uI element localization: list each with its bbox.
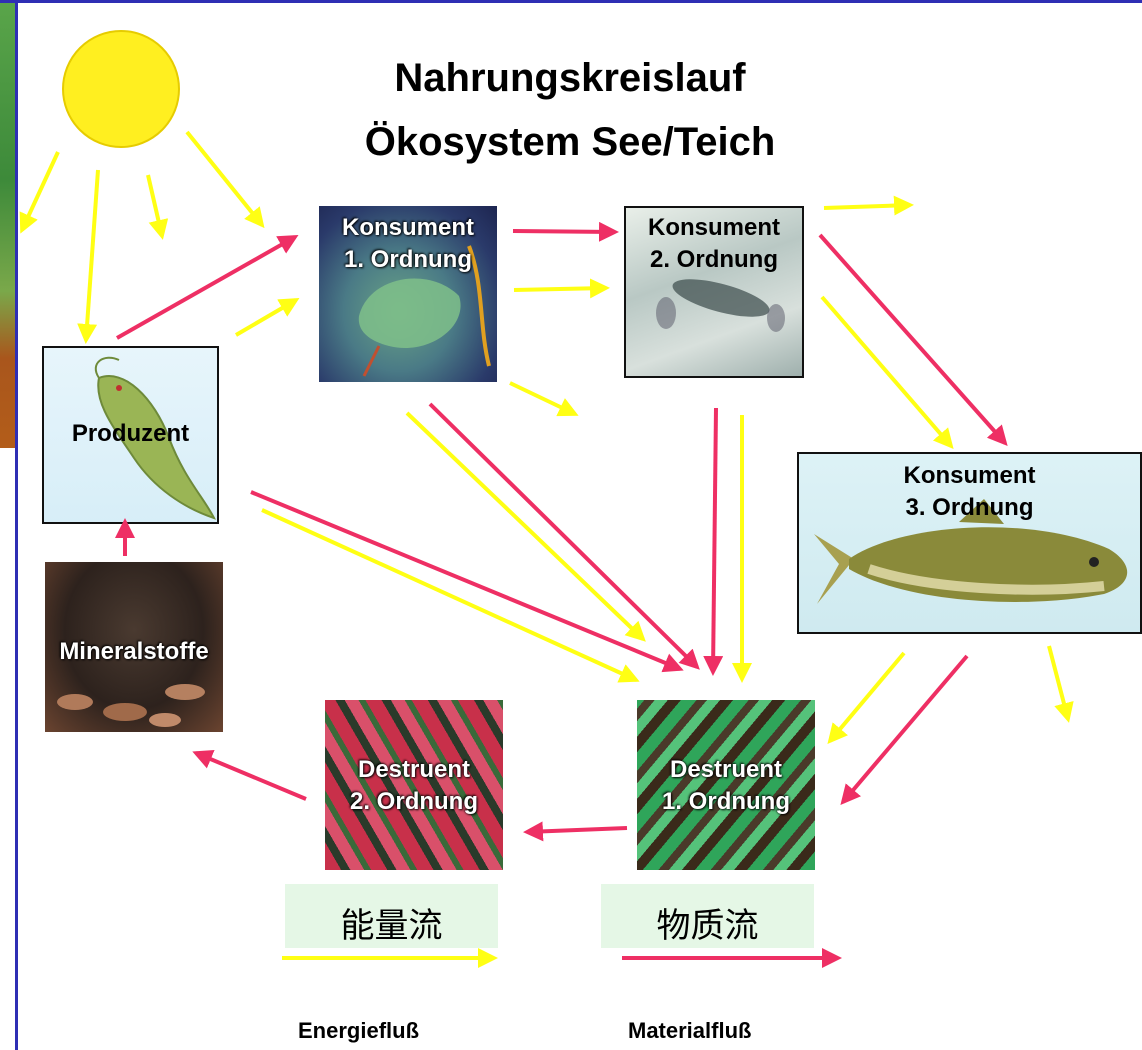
material-arrow-consumer3-decomposer1: [840, 654, 969, 806]
material-arrow-consumer2-consumer3: [818, 233, 1008, 446]
consumer-2-box: Konsument 2. Ordnung: [624, 206, 804, 378]
consumer-2-label-line2: 2. Ordnung: [650, 246, 778, 273]
protozoan-icon: [358, 245, 491, 377]
energy-legend-background: [285, 884, 498, 948]
consumer-1-label-line1: Konsument: [342, 214, 474, 241]
decomposer-1-label-line1: Destruent: [669, 756, 783, 783]
decomposer-2-label-line2: 2. Ordnung: [350, 788, 478, 815]
material-arrow-producer-consumer1: [116, 235, 299, 340]
energy-legend-chinese: 能量流: [340, 906, 443, 946]
material-arrow-producer-decomposer1: [250, 490, 684, 673]
euglena-icon: [94, 356, 216, 520]
material-legend-background: [601, 884, 814, 948]
water-insect-icon: [656, 279, 785, 332]
minerals-label: Mineralstoffe: [59, 638, 209, 665]
producer-box: Produzent: [42, 346, 219, 524]
energy-arrow-consumer1-out: [509, 381, 579, 417]
decomposer-1-label-line2: 1. Ordnung: [662, 788, 790, 815]
consumer-3-label-line2: 3. Ordnung: [905, 494, 1034, 521]
energy-legend-german: Energiefluß: [298, 1018, 420, 1043]
frame-top-border: [0, 0, 1142, 3]
energy-arrow-consumer3-decomposer1: [827, 651, 906, 745]
energy-arrow-producer-decomposer1: [261, 508, 640, 683]
minerals-box: Mineralstoffe: [45, 562, 223, 732]
energy-arrow-consumer1-consumer2: [513, 278, 610, 299]
energy-arrow-producer-consumer1: [234, 297, 300, 337]
trout-icon: [814, 499, 1128, 604]
consumer-3-box: Konsument 3. Ordnung: [797, 452, 1142, 634]
energy-arrow-sun-producer: [77, 169, 100, 344]
material-arrow-decomposer2-minerals: [192, 749, 307, 801]
consumer-2-label-line1: Konsument: [648, 214, 780, 241]
producer-label: Produzent: [71, 420, 190, 447]
material-arrow-consumer1-consumer2: [512, 221, 619, 242]
decomposer-1-box: Destruent 1. Ordnung: [637, 700, 815, 870]
consumer-3-label-line1: Konsument: [903, 462, 1036, 489]
material-arrow-decomposer1-decomposer2: [523, 821, 628, 842]
material-arrow-consumer2-decomposer1: [703, 407, 724, 676]
material-arrow-consumer1-decomposer1: [428, 402, 700, 670]
energy-arrow-sun-consumer1: [185, 130, 265, 229]
left-edge-image: [0, 0, 15, 448]
energy-flow-arrows: [19, 130, 1074, 968]
sun-icon: [62, 30, 180, 148]
material-legend-chinese: 物质流: [656, 906, 759, 946]
energy-arrow-consumer3-out: [1047, 645, 1074, 723]
energy-arrow-consumer1-decomposer1: [405, 411, 646, 642]
diagram-title: Nahrungskreislauf: [394, 56, 746, 100]
energy-arrow-consumer2-out: [823, 195, 914, 216]
frame-left-border: [15, 0, 18, 1050]
energy-arrow-consumer2-consumer3: [820, 295, 954, 450]
consumer-1-box: Konsument 1. Ordnung: [319, 206, 497, 382]
material-flow-arrows: [115, 221, 1008, 968]
decomposer-2-label-line1: Destruent: [357, 756, 471, 783]
consumer-1-label-line2: 1. Ordnung: [344, 246, 472, 273]
diagram-subtitle: Ökosystem See/Teich: [364, 120, 776, 164]
material-legend-german: Materialfluß: [628, 1018, 752, 1043]
soil-icon: [57, 684, 205, 727]
energy-arrow-sun-down: [146, 174, 169, 240]
energy-arrow-sun-left: [19, 151, 60, 234]
decomposer-2-box: Destruent 2. Ordnung: [325, 700, 503, 870]
